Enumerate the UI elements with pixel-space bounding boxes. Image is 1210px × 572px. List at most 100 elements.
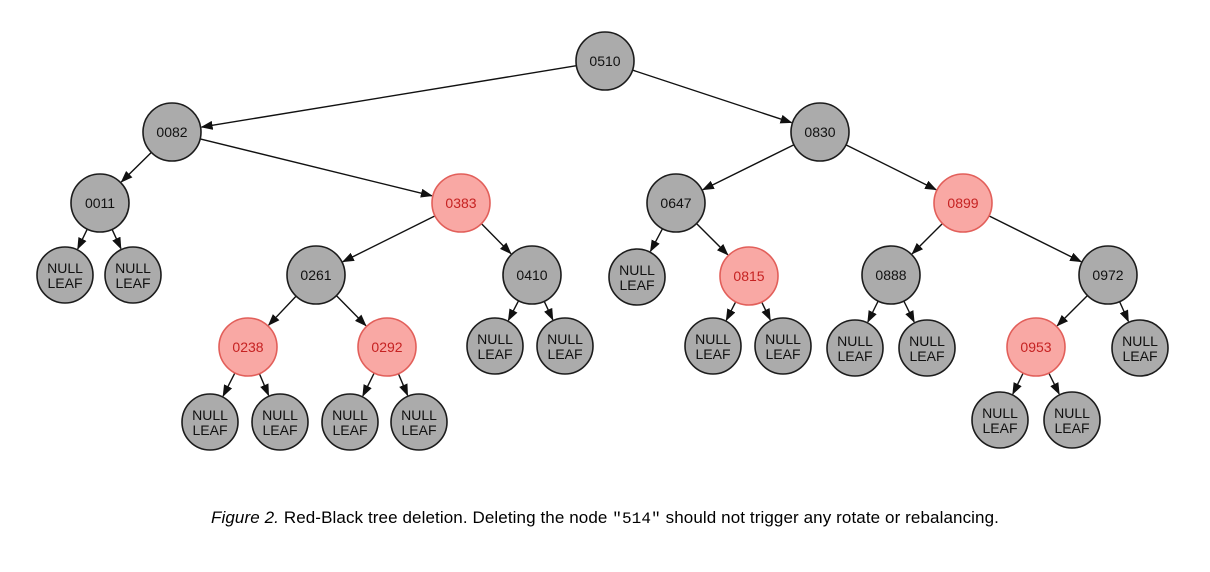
- tree-node-0410: 0410: [502, 245, 562, 305]
- node-label: 0238: [232, 339, 263, 355]
- node-label: 0647: [660, 195, 691, 211]
- node-circle: [608, 248, 666, 306]
- tree-edge-0647-to-0815: [696, 223, 729, 256]
- node-circle: [431, 173, 491, 233]
- node-circle: [971, 391, 1029, 449]
- tree-edge-0815-to-null-0815-l: [725, 301, 737, 322]
- tree-node-0011: 0011: [70, 173, 130, 233]
- node-label: 0261: [300, 267, 331, 283]
- caption-text-after: should not trigger any rotate or rebalan…: [660, 508, 999, 527]
- tree-edge-0510-to-0082: [200, 65, 577, 130]
- tree-node-0383: 0383: [431, 173, 491, 233]
- tree-edge-0972-to-null-0972-r: [1118, 301, 1130, 323]
- node-circle: [826, 319, 884, 377]
- node-label: 0953: [1020, 339, 1051, 355]
- tree-node-0082: 0082: [142, 102, 202, 162]
- tree-edge-0510-to-0830: [632, 69, 793, 124]
- node-label: 0082: [156, 124, 187, 140]
- node-circle: [575, 31, 635, 91]
- tree-edge-0011-to-null-0011-l: [77, 228, 88, 250]
- tree-edge-0082-to-0383: [200, 138, 433, 198]
- tree-node-0972: 0972: [1078, 245, 1138, 305]
- tree-node-0261: 0261: [286, 245, 346, 305]
- node-label: 0899: [947, 195, 978, 211]
- node-label: 0972: [1092, 267, 1123, 283]
- node-circle: [1111, 319, 1169, 377]
- node-circle: [218, 317, 278, 377]
- tree-edge-0953-to-null-0953-r: [1048, 372, 1060, 395]
- node-label: 0830: [804, 124, 835, 140]
- tree-edge-0261-to-0238: [267, 295, 297, 326]
- node-label: 0510: [589, 53, 620, 69]
- figure-label: Figure 2.: [211, 508, 279, 527]
- node-circle: [390, 393, 448, 451]
- node-circle: [1043, 391, 1101, 449]
- node-label: 0888: [875, 267, 906, 283]
- tree-edge-0261-to-0292: [335, 295, 367, 327]
- node-label: 0292: [371, 339, 402, 355]
- tree-edge-0830-to-0647: [702, 144, 795, 191]
- node-circle: [719, 246, 779, 306]
- node-circle: [1006, 317, 1066, 377]
- tree-edge-0888-to-null-0888-r: [903, 300, 915, 323]
- node-label: 0383: [445, 195, 476, 211]
- node-circle: [933, 173, 993, 233]
- tree-edge-0292-to-null-0292-l: [362, 372, 375, 397]
- node-circle: [181, 393, 239, 451]
- node-circle: [321, 393, 379, 451]
- tree-edge-0899-to-0972: [988, 215, 1082, 263]
- tree-edge-0082-to-0011: [120, 151, 152, 183]
- node-circle: [646, 173, 706, 233]
- node-circle: [104, 246, 162, 304]
- tree-edge-0972-to-0953: [1056, 295, 1088, 327]
- tree-edge-0011-to-null-0011-r: [111, 229, 122, 250]
- tree-edge-0899-to-0888: [911, 223, 943, 255]
- tree-edge-0383-to-0261: [342, 215, 436, 263]
- node-label: 0011: [85, 195, 115, 211]
- tree-edge-0815-to-null-0815-r: [761, 301, 771, 321]
- tree-node-0899: 0899: [933, 173, 993, 233]
- tree-edge-0830-to-0899: [845, 144, 937, 191]
- tree-edge-0410-to-null-0410-l: [507, 300, 520, 322]
- node-circle: [898, 319, 956, 377]
- caption-text-before: Red-Black tree deletion. Deleting the no…: [279, 508, 613, 527]
- node-circle: [357, 317, 417, 377]
- node-label: 0410: [516, 267, 547, 283]
- tree-edge-0238-to-null-0238-r: [258, 373, 270, 397]
- tree-edge-0647-to-null-0647-l: [649, 228, 664, 253]
- tree-node-0830: 0830: [790, 102, 850, 162]
- tree-node-0292: 0292: [357, 317, 417, 377]
- node-circle: [142, 102, 202, 162]
- node-circle: [502, 245, 562, 305]
- node-circle: [466, 317, 524, 375]
- tree-edge-0888-to-null-0888-l: [867, 300, 879, 323]
- tree-node-0238: 0238: [218, 317, 278, 377]
- tree-node-0647: 0647: [646, 173, 706, 233]
- node-label: 0815: [733, 268, 764, 284]
